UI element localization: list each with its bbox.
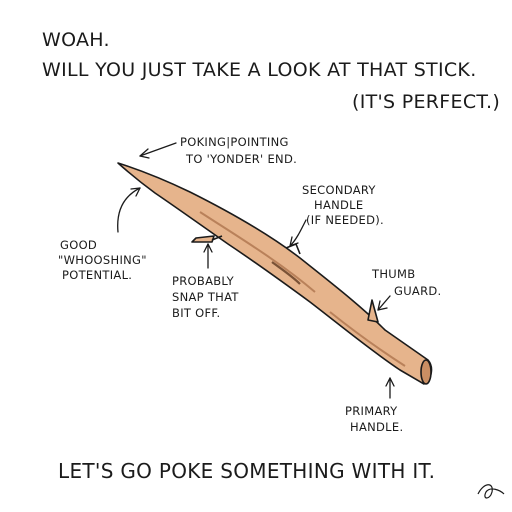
annotation-primary-1: PRIMARY bbox=[345, 404, 398, 418]
annotation-thumb-1: THUMB bbox=[372, 267, 416, 281]
heading-line-woah: WOAH. bbox=[42, 29, 110, 51]
snap-off-twig bbox=[191, 235, 215, 243]
stick bbox=[117, 162, 433, 385]
annotation-poking-2: TO 'YONDER' END. bbox=[186, 152, 298, 166]
annotation-secondary-2: HANDLE bbox=[314, 198, 364, 212]
annotation-snap-1: PROBABLY bbox=[172, 274, 234, 288]
arrow-whooshing bbox=[117, 187, 141, 233]
annotation-arrows bbox=[117, 142, 395, 399]
heading-line-perfect: (IT'S PERFECT.) bbox=[352, 91, 501, 113]
annotation-thumb-2: GUARD. bbox=[394, 284, 442, 298]
annotation-snap-2: SNAP THAT bbox=[172, 290, 239, 304]
arrow-secondary bbox=[289, 219, 307, 247]
annotation-secondary-1: SECONDARY bbox=[302, 183, 376, 197]
thumb-guard-twig bbox=[367, 299, 379, 323]
artist-signature bbox=[477, 484, 505, 499]
arrow-poking bbox=[139, 142, 177, 157]
footer-caption: LET'S GO POKE SOMETHING WITH IT. bbox=[58, 459, 436, 483]
annotation-snap-3: BIT OFF. bbox=[172, 306, 221, 320]
annotation-whooshing-2: "WHOOSHING" bbox=[58, 253, 147, 267]
annotation-secondary-3: (IF NEEDED). bbox=[306, 213, 385, 227]
annotation-primary-2: HANDLE. bbox=[350, 420, 404, 434]
heading-line-question: WILL YOU JUST TAKE A LOOK AT THAT STICK. bbox=[42, 59, 477, 81]
annotation-whooshing-1: GOOD bbox=[60, 238, 98, 252]
arrow-thumb bbox=[377, 295, 391, 311]
stick-end bbox=[420, 359, 432, 385]
annotation-whooshing-3: POTENTIAL. bbox=[62, 268, 133, 282]
annotation-poking-1: POKING|POINTING bbox=[180, 135, 289, 149]
